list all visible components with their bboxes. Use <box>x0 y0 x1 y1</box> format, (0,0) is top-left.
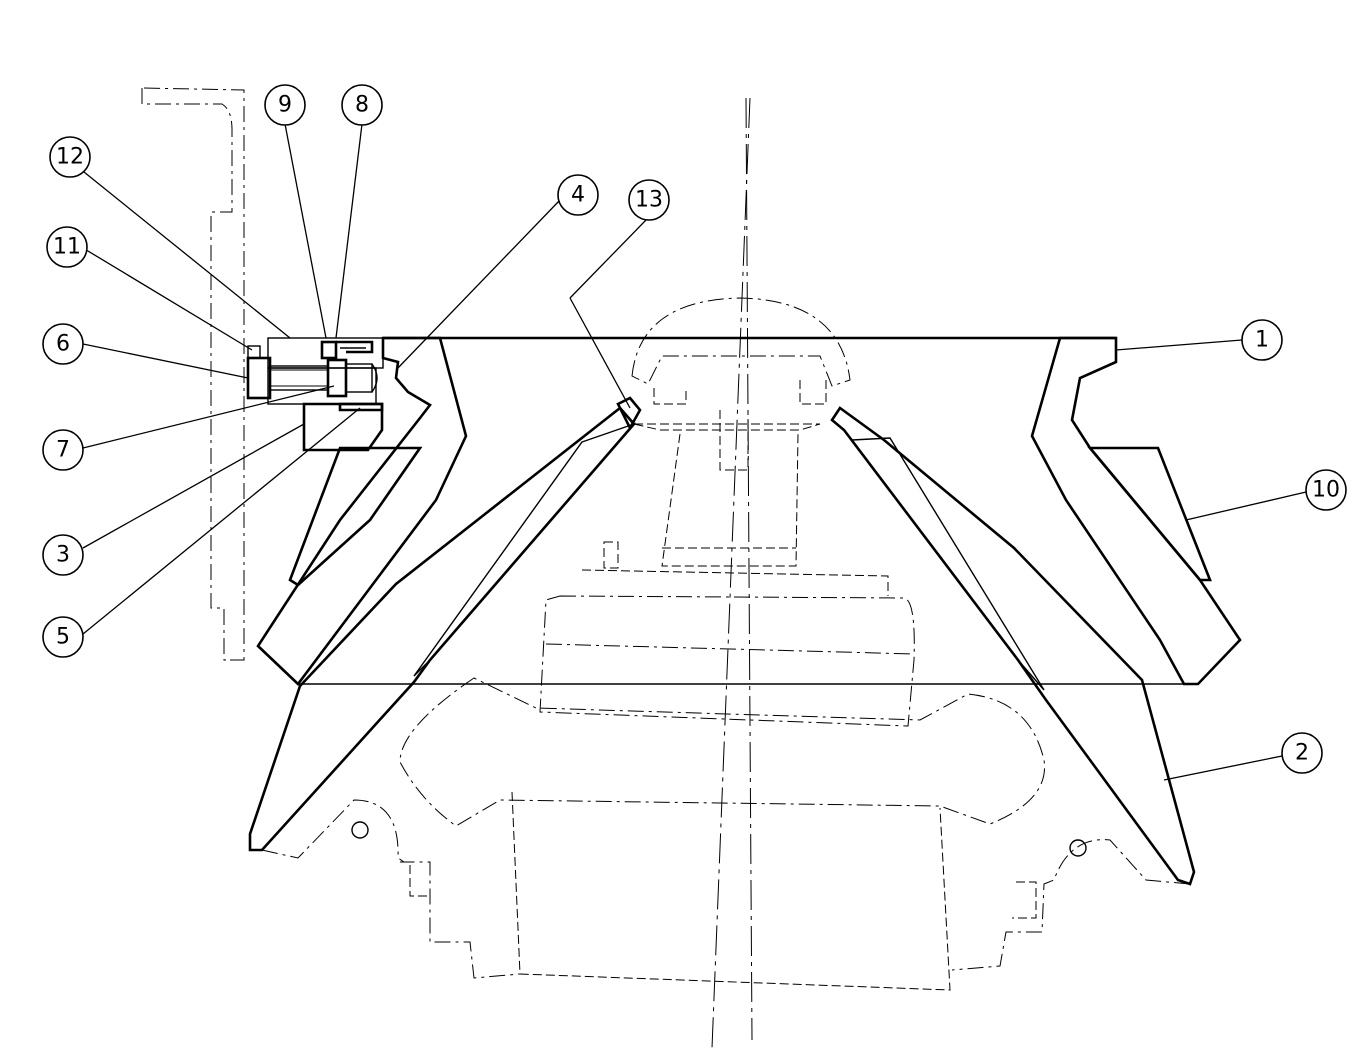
callout-7-label: 7 <box>56 438 70 463</box>
bowl-left <box>256 336 468 686</box>
callout-11-label: 11 <box>53 235 81 260</box>
callout-10: 10 <box>1305 469 1347 511</box>
callout-2-label: 2 <box>1295 741 1309 766</box>
frame-outline <box>141 87 245 661</box>
callout-12-label: 12 <box>56 145 84 170</box>
callout-4-label: 4 <box>571 183 585 208</box>
callout-4: 4 <box>557 174 599 216</box>
callout-8: 8 <box>341 84 383 126</box>
callout-1: 1 <box>1241 319 1283 361</box>
head-cap <box>631 297 851 471</box>
callout-3-label: 3 <box>56 543 70 568</box>
lower-frame <box>261 677 1191 991</box>
main-shaft <box>539 433 915 727</box>
callout-8-label: 8 <box>355 93 369 118</box>
callout-2: 2 <box>1281 732 1323 774</box>
bowl-right <box>1030 336 1242 686</box>
callout-9: 9 <box>264 84 306 126</box>
callout-12: 12 <box>49 136 91 178</box>
callout-11: 11 <box>46 226 88 268</box>
callout-10-label: 10 <box>1312 478 1340 503</box>
callout-1-label: 1 <box>1255 328 1269 353</box>
leader-lines <box>82 123 1307 781</box>
callout-5: 5 <box>42 616 84 658</box>
callout-13: 13 <box>628 179 670 221</box>
callout-9-label: 9 <box>278 93 292 118</box>
mantle-right <box>830 406 1196 886</box>
callout-13-label: 13 <box>635 188 663 213</box>
clamp-pin <box>320 340 374 360</box>
bolt-assembly <box>246 345 378 400</box>
wedge-block <box>302 402 384 452</box>
callout-6: 6 <box>42 323 84 365</box>
mantle-left <box>248 396 642 852</box>
callout-7: 7 <box>42 429 84 471</box>
callout-5-label: 5 <box>56 625 70 650</box>
callout-6-label: 6 <box>56 332 70 357</box>
callout-3: 3 <box>42 534 84 576</box>
